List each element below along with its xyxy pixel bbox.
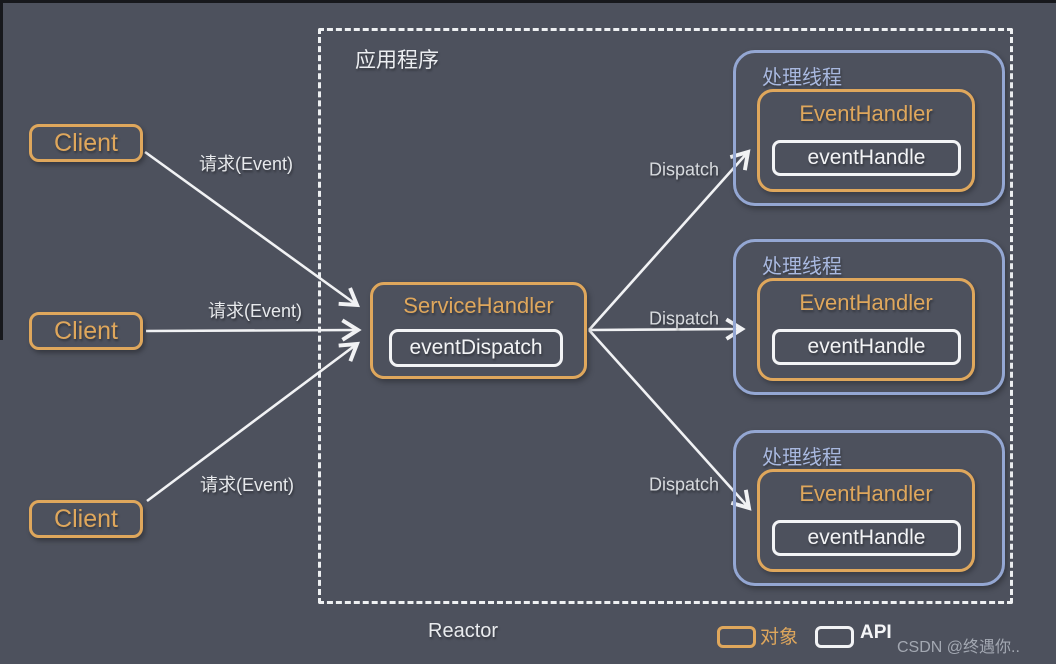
request-label-top: 请求(Event) xyxy=(198,154,294,174)
thread-group-3: 处理线程 EventHandler eventHandle xyxy=(733,430,1005,586)
application-boundary-box: 应用程序 xyxy=(318,28,1013,604)
event-handler-box-3: EventHandler eventHandle xyxy=(757,469,975,572)
event-handler-box-2: EventHandler eventHandle xyxy=(757,278,975,381)
thread-group-2-label: 处理线程 xyxy=(762,256,842,278)
event-handle-box-1: eventHandle xyxy=(772,140,961,176)
legend-object-label: 对象 xyxy=(760,627,799,648)
event-dispatch-box: eventDispatch xyxy=(389,329,563,367)
screenshot-left-edge xyxy=(0,0,3,340)
service-handler-title: ServiceHandler xyxy=(403,293,554,318)
event-handle-label-1: eventHandle xyxy=(807,146,926,169)
client-node-1: Client xyxy=(29,124,143,162)
legend-object-swatch-icon xyxy=(717,626,756,648)
client-node-2-label: Client xyxy=(54,316,118,345)
event-handler-box-1: EventHandler eventHandle xyxy=(757,89,975,192)
legend-api-label: API xyxy=(860,622,892,643)
event-handle-box-2: eventHandle xyxy=(772,329,961,365)
event-handler-title-2: EventHandler xyxy=(799,290,933,315)
client-node-2: Client xyxy=(29,312,143,350)
dispatch-label-middle: Dispatch xyxy=(648,308,720,329)
thread-group-1-label: 处理线程 xyxy=(762,67,842,89)
client-node-3: Client xyxy=(29,500,143,538)
event-handler-title-1: EventHandler xyxy=(799,101,933,126)
thread-group-3-label: 处理线程 xyxy=(762,447,842,469)
event-handle-box-3: eventHandle xyxy=(772,520,961,556)
event-dispatch-label: eventDispatch xyxy=(409,336,543,359)
event-handle-label-3: eventHandle xyxy=(807,526,926,549)
dispatch-label-bottom: Dispatch xyxy=(648,474,720,495)
event-handler-title-3: EventHandler xyxy=(799,481,933,506)
reactor-caption: Reactor xyxy=(428,620,499,642)
request-label-bottom: 请求(Event) xyxy=(199,475,295,495)
thread-group-1: 处理线程 EventHandler eventHandle xyxy=(733,50,1005,206)
event-handle-label-2: eventHandle xyxy=(807,335,926,358)
dispatch-label-top: Dispatch xyxy=(648,159,720,180)
thread-group-2: 处理线程 EventHandler eventHandle xyxy=(733,239,1005,395)
request-label-middle: 请求(Event) xyxy=(207,301,303,321)
legend-api-swatch-icon xyxy=(815,626,854,648)
client-node-3-label: Client xyxy=(54,504,118,533)
client-node-1-label: Client xyxy=(54,128,118,157)
service-handler-box: ServiceHandler eventDispatch xyxy=(370,282,587,379)
application-boundary-label: 应用程序 xyxy=(355,49,439,72)
screenshot-top-edge xyxy=(0,0,1056,3)
csdn-watermark: CSDN @终遇你.. xyxy=(897,639,1020,656)
